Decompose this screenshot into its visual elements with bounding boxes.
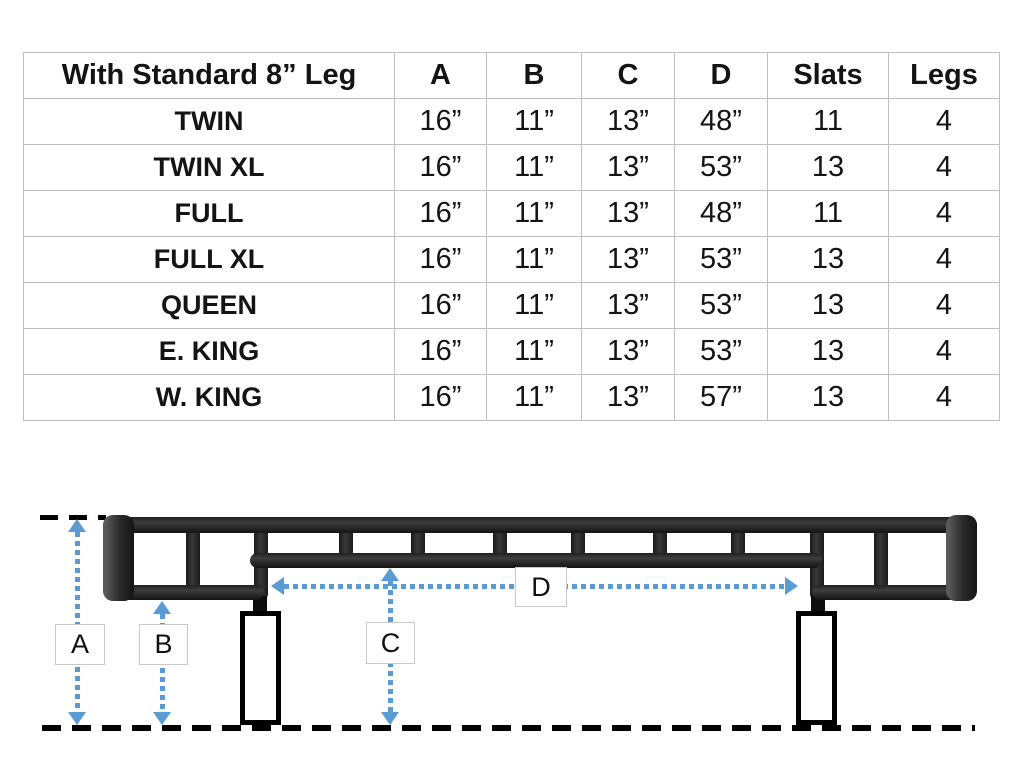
table-cell: 13 [767,144,889,191]
table-cell: 57” [674,374,768,421]
table-cell: 4 [888,328,1000,375]
leg-right [796,611,837,725]
table-cell: 16” [394,144,487,191]
table-cell: 4 [888,98,1000,145]
header-leg-type: With Standard 8” Leg [23,52,395,99]
dimension-label-b-text: B [154,629,173,659]
table-cell: 16” [394,328,487,375]
dimensions-table: With Standard 8” Leg A B C D Slats Legs … [23,52,1000,421]
table-cell: 53” [674,144,768,191]
table-cell: 16” [394,236,487,283]
frame-slat-post [339,527,353,558]
table-row-e-king: E. KING 16” 11” 13” 53” 13 4 [23,328,1000,375]
row-label: W. KING [23,374,395,421]
frame-side-rail-right [812,585,972,600]
table-cell: 4 [888,282,1000,329]
table-cell: 11 [767,190,889,237]
table-cell: 48” [674,190,768,237]
dimension-label-a: A [55,624,105,665]
table-cell: 13 [767,236,889,283]
table-row-full: FULL 16” 11” 13” 48” 11 4 [23,190,1000,237]
table-cell: 13” [581,374,675,421]
leg-left [240,611,281,725]
table-cell: 16” [394,98,487,145]
header-slats: Slats [767,52,889,99]
table-cell: 16” [394,374,487,421]
frame-center-rail [250,553,822,568]
table-cell: 13 [767,328,889,375]
table-cell: 53” [674,328,768,375]
dimension-label-d: D [515,567,567,607]
top-reference-dashed-line [40,515,106,520]
frame-end-cap-right [946,515,977,601]
dimension-label-c: C [366,622,415,664]
row-label: FULL [23,190,395,237]
frame-slat-post [653,527,667,558]
header-a: A [394,52,487,99]
frame-side-rail-left [106,585,264,600]
table-row-full-xl: FULL XL 16” 11” 13” 53” 13 4 [23,236,1000,283]
table-cell: 53” [674,282,768,329]
table-cell: 13” [581,98,675,145]
frame-post [874,527,888,590]
frame-slat-post [493,527,507,558]
table-cell: 11” [486,282,582,329]
frame-slat-post [731,527,745,558]
table-cell: 16” [394,190,487,237]
dimension-label-c-text: C [380,627,401,658]
row-label: TWIN XL [23,144,395,191]
floor-dashed-line [42,725,975,731]
table-header-row: With Standard 8” Leg A B C D Slats Legs [23,52,1000,99]
table-cell: 4 [888,374,1000,421]
frame-slat-post [411,527,425,558]
table-cell: 13” [581,144,675,191]
table-cell: 11” [486,236,582,283]
header-legs: Legs [888,52,1000,99]
table-cell: 13 [767,282,889,329]
frame-top-rail [104,517,977,533]
frame-end-cap-left [103,515,134,601]
table-row-queen: QUEEN 16” 11” 13” 53” 13 4 [23,282,1000,329]
table-row-w-king: W. KING 16” 11” 13” 57” 13 4 [23,374,1000,421]
table-cell: 13” [581,190,675,237]
dimension-label-a-text: A [70,629,89,659]
table-cell: 48” [674,98,768,145]
table-cell: 53” [674,236,768,283]
frame-slat-post [571,527,585,558]
dimension-label-b: B [139,624,188,665]
table-cell: 13” [581,236,675,283]
dimension-label-d-text: D [531,571,551,602]
table-cell: 11” [486,144,582,191]
frame-post [186,527,200,590]
row-label: E. KING [23,328,395,375]
leg-stub-left [253,596,267,614]
table-cell: 13 [767,374,889,421]
